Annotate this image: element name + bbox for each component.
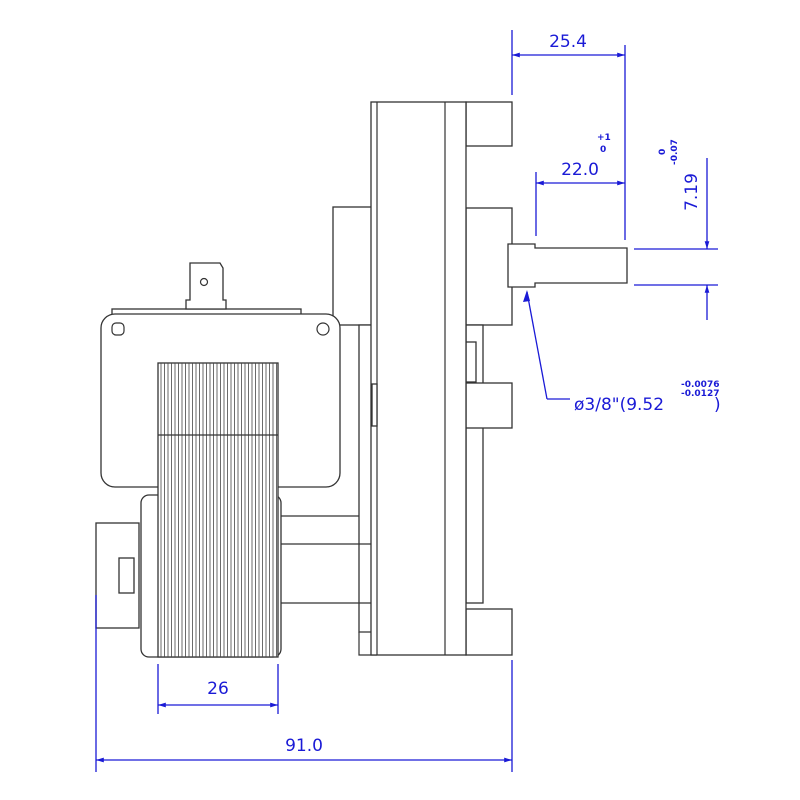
motor <box>95 262 341 658</box>
flat-tol-lower: -0.07 <box>670 139 680 165</box>
dimensions: 25.4 22.0 +1 0 7.19 0 -0.07 ø3/8"(9.52 -… <box>95 30 721 772</box>
gearbox <box>278 101 513 656</box>
output-shaft <box>507 243 628 288</box>
flat-tol-upper: 0 <box>658 149 668 155</box>
dia-tol-lower: -0.0127 <box>681 389 719 399</box>
dia-tol-upper: -0.0076 <box>681 380 719 390</box>
upper-boss <box>465 207 513 326</box>
gear-plate <box>370 101 467 656</box>
top-boss <box>465 101 513 147</box>
laminations <box>157 362 279 658</box>
left-nut <box>118 557 135 594</box>
dim-shaft-flat: 7.19 <box>682 173 702 211</box>
terminal-tab <box>185 262 227 310</box>
dim-stack-width: 26 <box>207 679 229 699</box>
nut <box>465 341 477 383</box>
tol-lower: 0 <box>600 145 606 155</box>
dim-shaft-projection: 25.4 <box>549 32 587 52</box>
dim-shaft-length: 22.0 <box>561 160 599 180</box>
dim-shaft-diameter: ø3/8"(9.52 <box>574 395 664 415</box>
gearbox-side-block <box>332 206 374 326</box>
screw-hole-left <box>111 322 125 336</box>
mid-boss <box>465 382 513 429</box>
tol-upper: +1 <box>597 133 611 143</box>
dia-close-paren: ) <box>714 395 721 415</box>
bottom-boss <box>465 608 513 656</box>
screw-hole-right <box>316 322 330 336</box>
dim-overall-length: 91.0 <box>285 736 323 756</box>
